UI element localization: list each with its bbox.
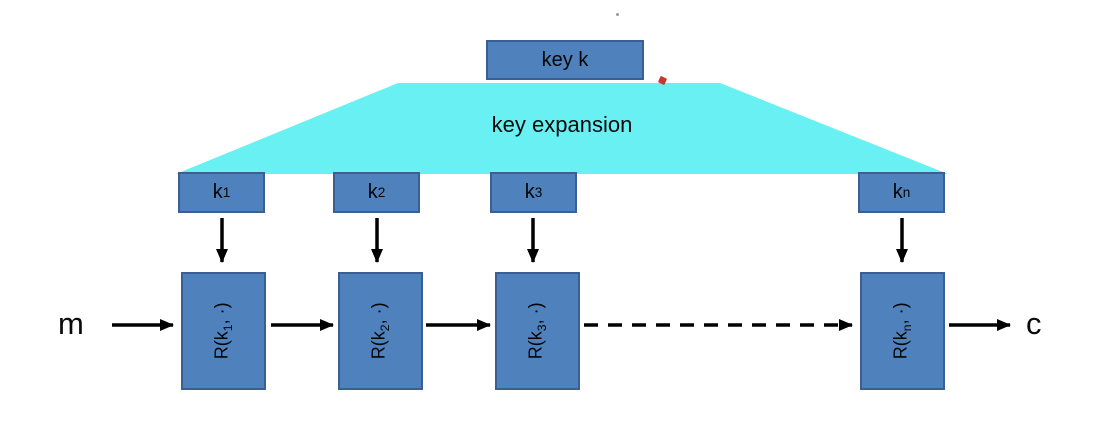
subkey-label-base: k xyxy=(367,181,378,203)
subkey-label-base: k xyxy=(892,181,903,203)
ciphertext-output-label: c xyxy=(1026,306,1042,341)
round-box-2: R(k2, ·) xyxy=(338,272,423,390)
round-label-suffix: , ·) xyxy=(890,302,911,325)
round-label-1: R(k1, ·) xyxy=(212,303,236,360)
round-label-prefix: R(k xyxy=(211,331,232,360)
round-label-n: R(kn, ·) xyxy=(891,303,915,360)
subkey-label-sub: 1 xyxy=(222,185,231,200)
round-label-sub: 3 xyxy=(535,324,550,332)
subkey-label-sub: 2 xyxy=(377,185,386,200)
dot-artifact xyxy=(616,13,619,16)
round-label-sub: 2 xyxy=(378,324,393,332)
round-label-prefix: R(k xyxy=(368,331,389,360)
round-label-2: R(k2, ·) xyxy=(369,303,393,360)
round-box-1: R(k1, ·) xyxy=(181,272,266,390)
round-label-prefix: R(k xyxy=(525,331,546,360)
message-input-label: m xyxy=(58,306,84,341)
round-label-sub: n xyxy=(900,324,915,332)
round-label-suffix: , ·) xyxy=(525,302,546,325)
key-expansion-label: key expansion xyxy=(491,112,633,137)
subkey-label-sub: 3 xyxy=(534,185,543,200)
key-box-label: key k xyxy=(541,48,589,71)
round-label-prefix: R(k xyxy=(890,331,911,360)
round-label-suffix: , ·) xyxy=(211,302,232,325)
subkey-label-base: k xyxy=(212,181,223,203)
round-label-sub: 1 xyxy=(221,324,236,332)
round-label-3: R(k3, ·) xyxy=(526,303,550,360)
key-box: key k xyxy=(486,40,644,80)
round-label-suffix: , ·) xyxy=(368,302,389,325)
round-box-3: R(k3, ·) xyxy=(495,272,580,390)
round-box-n: R(kn, ·) xyxy=(860,272,945,390)
subkey-label-sub: n xyxy=(902,185,911,200)
key-expansion-trapezoid xyxy=(176,83,948,174)
subkey-label-base: k xyxy=(524,181,535,203)
